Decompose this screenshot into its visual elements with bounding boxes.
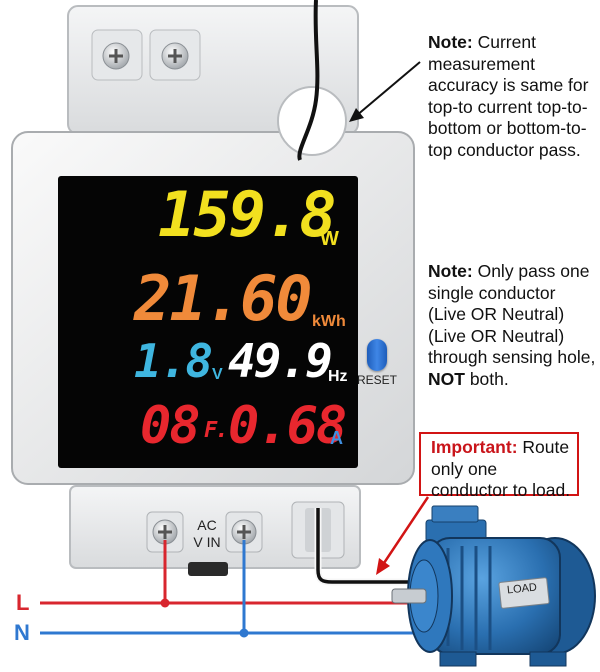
pf-unit: A <box>330 428 343 448</box>
terminal-screw-live <box>146 511 184 553</box>
note-mid-text2: both. <box>464 368 509 389</box>
note-single-conductor: Note: Only pass one single conductor (Li… <box>428 261 596 391</box>
note-current-direction: Note: Current measurement accuracy is sa… <box>428 32 596 162</box>
voltage-reading: 1.8 <box>134 334 213 388</box>
reset-button[interactable] <box>367 339 387 371</box>
output-conductor-to-load <box>314 508 420 586</box>
note-pointer-arrow <box>349 61 421 122</box>
important-bold: Important: <box>431 437 518 457</box>
ac-label: AC <box>197 517 217 533</box>
pf-reading-right: 0.68 <box>228 396 347 456</box>
vin-label: V IN <box>193 534 221 550</box>
top-screw-left <box>102 42 130 70</box>
note-mid-text1: Only pass one single conductor (Live OR … <box>428 261 596 368</box>
live-wire <box>40 540 440 608</box>
lcd-screen <box>58 176 358 468</box>
note-mid-not: NOT <box>428 368 465 389</box>
terminal-screw-neutral <box>225 511 263 553</box>
motor-load <box>391 505 596 667</box>
neutral-label: N <box>14 620 30 645</box>
pf-reading-mid: F. <box>204 418 228 443</box>
ac-vin-label: AC V IN <box>189 517 225 551</box>
live-label: L <box>16 590 30 615</box>
meter-lower-housing <box>69 485 361 576</box>
energy-unit: kWh <box>312 313 346 330</box>
conductor-wire-through-hole <box>297 0 320 161</box>
reset-label: RESET <box>357 373 398 387</box>
frequency-reading: 49.9 <box>228 334 333 388</box>
note-mid-bold: Note: <box>428 261 473 281</box>
top-screw-right <box>161 42 189 70</box>
power-unit: W <box>320 228 339 250</box>
voltage-unit: V <box>212 366 223 383</box>
note-top-bold: Note: <box>428 32 473 52</box>
important-pointer-arrow <box>376 496 430 575</box>
important-note: Important: Route only one conductor to l… <box>419 432 579 500</box>
power-reading: 159.8 <box>158 178 337 251</box>
important-text: Route only one conductor to load. <box>431 437 571 501</box>
pf-reading-left: 08 <box>140 396 201 456</box>
neutral-wire <box>40 540 440 638</box>
note-top-text: Current measurement accuracy is same for… <box>428 32 589 160</box>
energy-reading: 21.60 <box>134 262 313 335</box>
frequency-unit: Hz <box>328 368 348 385</box>
